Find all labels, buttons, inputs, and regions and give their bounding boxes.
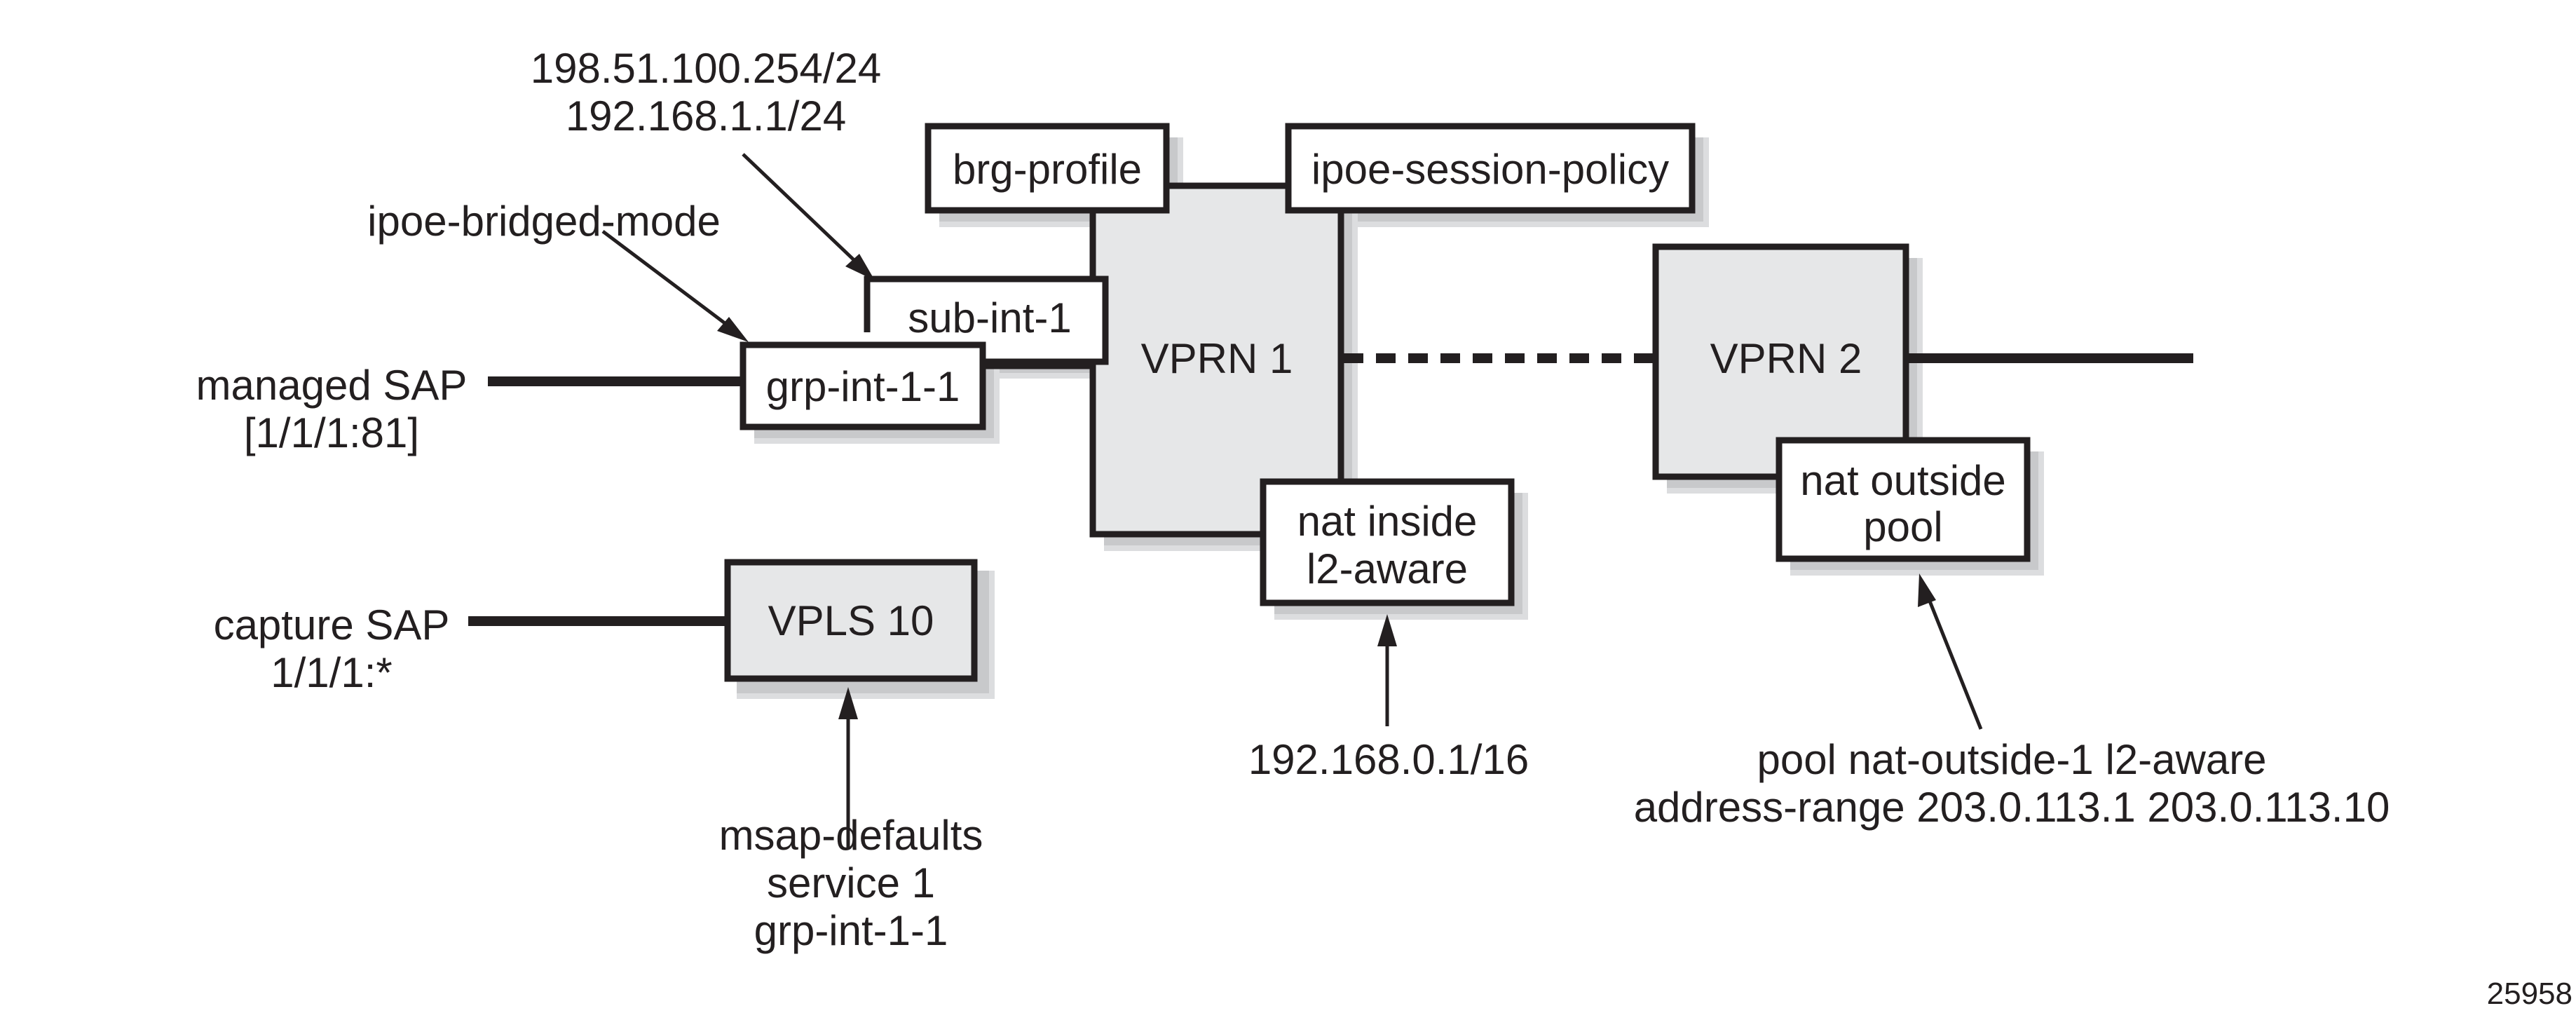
nat-inside-label-line1: nat inside xyxy=(1297,498,1478,545)
ipoe-bridged-mode-label: ipoe-bridged-mode xyxy=(367,198,721,245)
vprn2-label: VPRN 2 xyxy=(1710,335,1862,382)
arrow-nat-inside-address xyxy=(1377,614,1397,726)
msap-defaults-line3: grp-int-1-1 xyxy=(754,907,948,954)
vprn1-node[interactable]: VPRN 1 xyxy=(1089,182,1344,538)
nat-outside-label-line1: nat outside xyxy=(1800,457,2006,504)
nat-inside-address: 192.168.0.1/16 xyxy=(1248,736,1529,783)
arrow-nat-outside-pool xyxy=(1918,573,1983,730)
nat-outside-box[interactable]: nat outside pool xyxy=(1776,437,2031,562)
capture-sap-label: capture SAP xyxy=(214,601,450,648)
nat-outside-pool-line2: address-range 203.0.113.1 203.0.113.10 xyxy=(1634,784,2390,831)
figure-id: 25958 xyxy=(2487,977,2572,1011)
sub-int-address-2: 192.168.1.1/24 xyxy=(566,93,846,140)
vprn1-label: VPRN 1 xyxy=(1141,335,1293,382)
msap-defaults-line1: msap-defaults xyxy=(719,812,983,859)
sub-int-address-1: 198.51.100.254/24 xyxy=(531,45,881,92)
grp-int-box[interactable]: grp-int-1-1 xyxy=(740,341,986,430)
nat-inside-box[interactable]: nat inside l2-aware xyxy=(1260,478,1515,606)
arrow-ipoe-bridged-mode xyxy=(601,230,749,342)
arrow-sub-int-addresses xyxy=(742,153,875,280)
grp-int-label: grp-int-1-1 xyxy=(766,363,960,410)
ipoe-session-policy-label: ipoe-session-policy xyxy=(1311,146,1669,193)
msap-defaults-line2: service 1 xyxy=(767,859,935,906)
nat-outside-pool-line1: pool nat-outside-1 l2-aware xyxy=(1757,736,2266,783)
nat-outside-label-line2: pool xyxy=(1863,503,1942,550)
vpls10-label: VPLS 10 xyxy=(768,597,934,644)
ipoe-session-policy-box[interactable]: ipoe-session-policy xyxy=(1285,123,1696,214)
sub-int-box[interactable]: sub-int-1 xyxy=(864,276,1109,365)
brg-profile-box[interactable]: brg-profile xyxy=(925,123,1170,214)
arrow-msap-defaults xyxy=(838,687,858,848)
sub-int-label: sub-int-1 xyxy=(908,294,1071,341)
managed-sap-port: [1/1/1:81] xyxy=(244,409,419,456)
vpls10-node[interactable]: VPLS 10 xyxy=(724,559,978,682)
managed-sap-label: managed SAP xyxy=(196,362,468,409)
capture-sap-port: 1/1/1:* xyxy=(271,649,392,696)
nat-inside-label-line2: l2-aware xyxy=(1307,545,1468,592)
brg-profile-label: brg-profile xyxy=(953,146,1142,193)
